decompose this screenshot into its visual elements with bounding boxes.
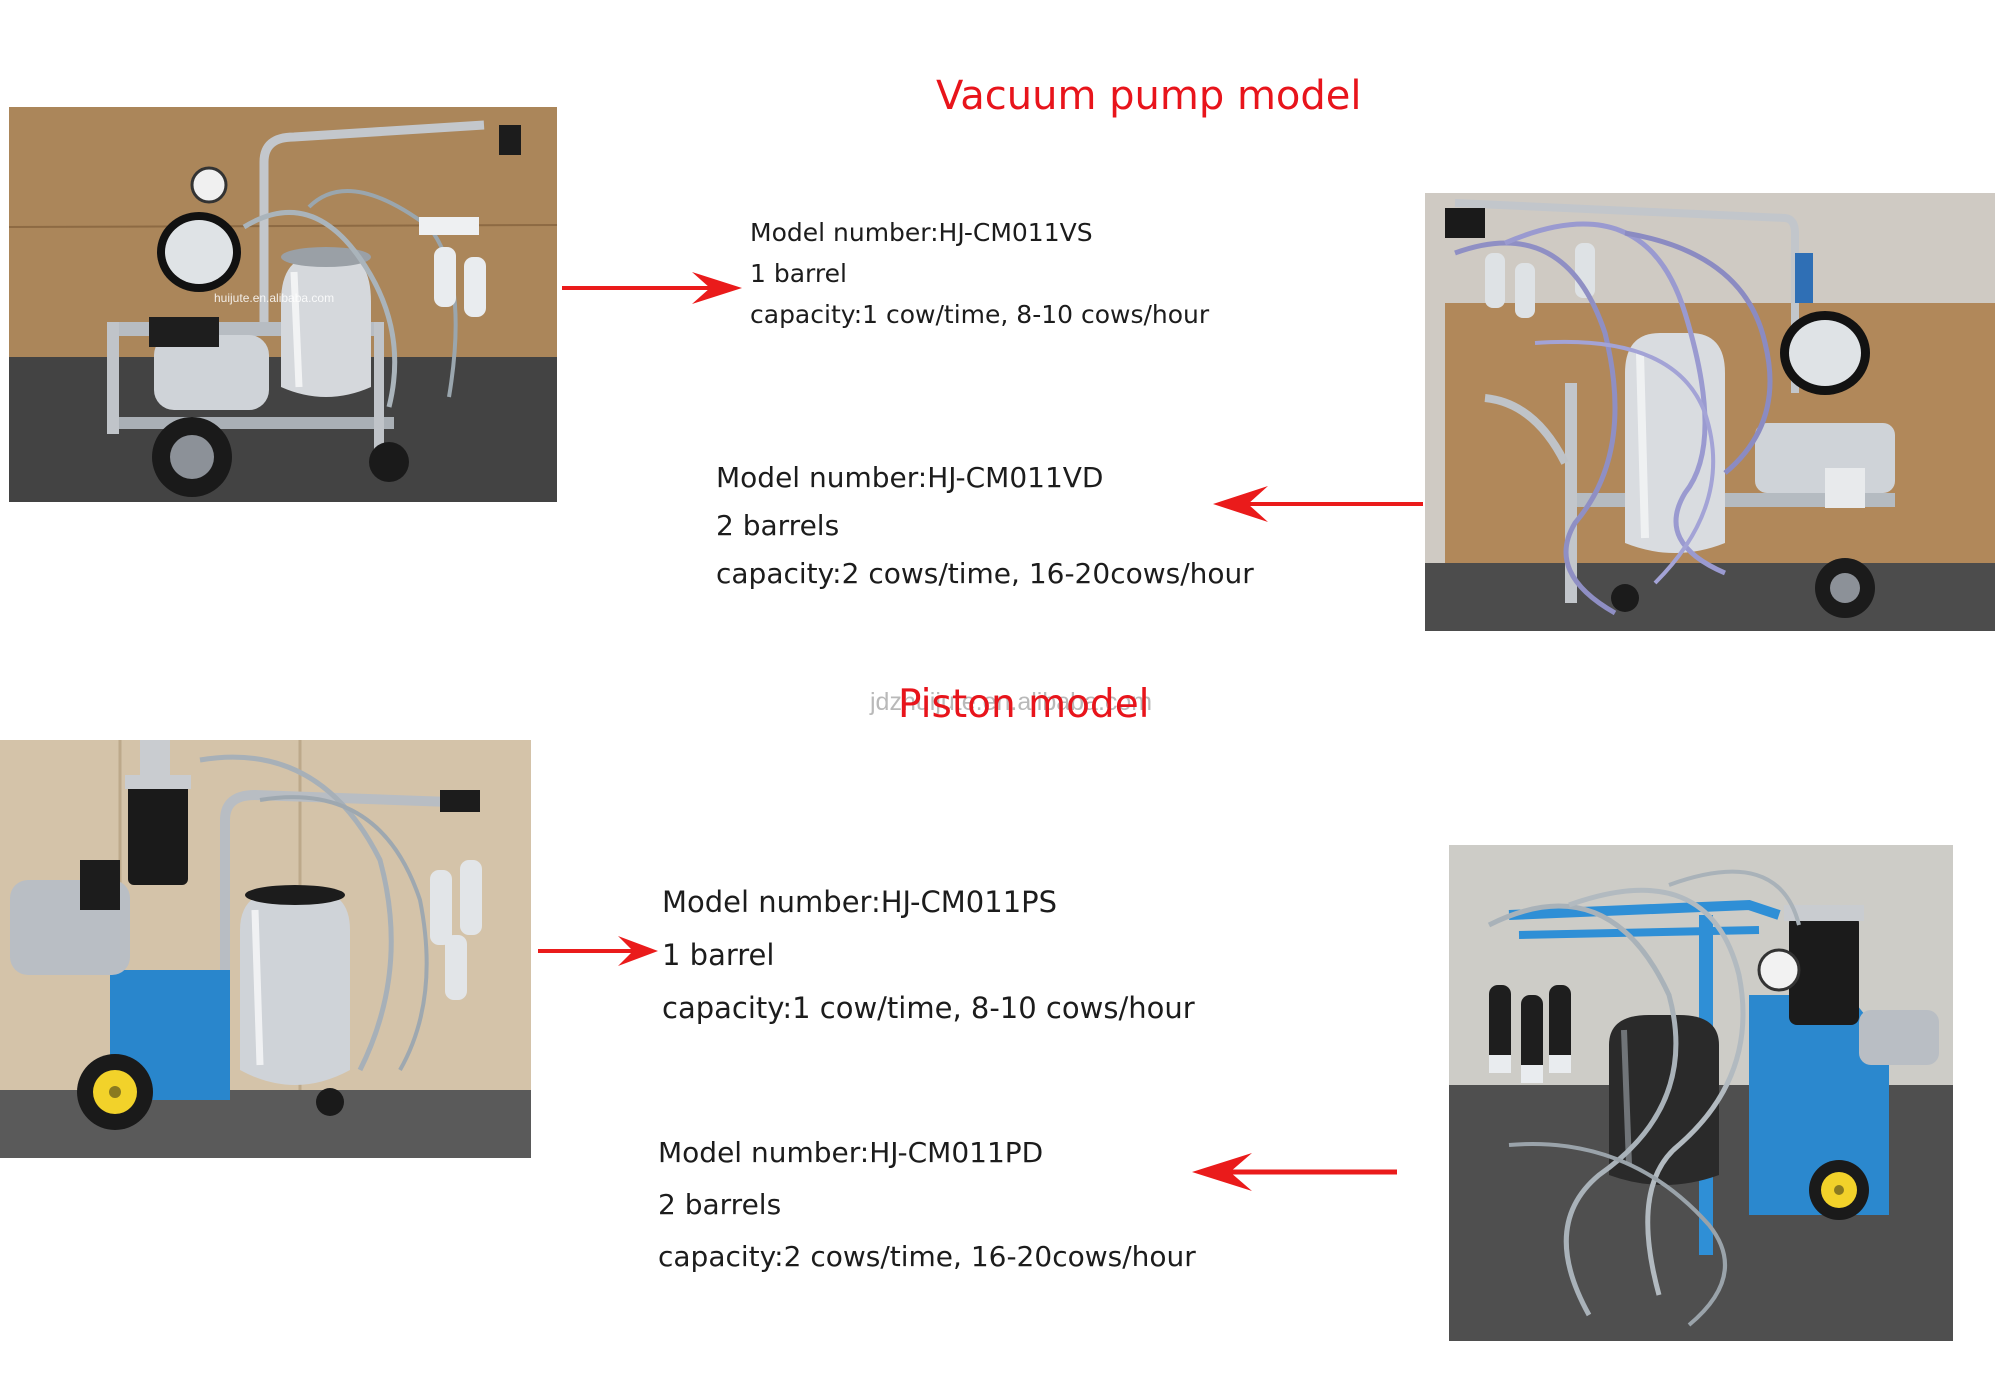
spec-block-hj-cm011vs: Model number:HJ-CM011VS 1 barrel capacit… bbox=[750, 220, 1209, 327]
model-number-text: Model number:HJ-CM011VD bbox=[716, 461, 1104, 494]
barrel-count-text: 1 barrel bbox=[750, 259, 847, 288]
model-number-text: Model number:HJ-CM011VS bbox=[750, 218, 1093, 247]
photo-caption-watermark: huijute.en.alibaba.com bbox=[214, 291, 334, 305]
vacuum-double-barrel-photo bbox=[1425, 193, 1995, 631]
capacity-text: capacity:1 cow/time, 8-10 cows/hour bbox=[662, 991, 1195, 1025]
vacuum-pump-section-title: Vacuum pump model bbox=[936, 73, 1362, 119]
barrel-count-text: 2 barrels bbox=[658, 1188, 782, 1221]
piston-double-barrel-photo bbox=[1449, 845, 1953, 1341]
capacity-text: capacity:2 cows/time, 16-20cows/hour bbox=[716, 557, 1254, 590]
capacity-text: capacity:2 cows/time, 16-20cows/hour bbox=[658, 1240, 1196, 1273]
arrow-left-icon bbox=[1213, 484, 1423, 524]
arrow-right-icon bbox=[562, 270, 742, 306]
spec-block-hj-cm011vd: Model number:HJ-CM011VD 2 barrels capaci… bbox=[716, 464, 1254, 588]
piston-single-barrel-photo bbox=[0, 740, 531, 1158]
spec-block-hj-cm011ps: Model number:HJ-CM011PS 1 barrel capacit… bbox=[662, 888, 1195, 1023]
arrow-left-icon bbox=[1192, 1150, 1397, 1194]
model-number-text: Model number:HJ-CM011PD bbox=[658, 1136, 1044, 1169]
vacuum-single-barrel-photo: huijute.en.alibaba.com bbox=[9, 107, 557, 502]
model-number-text: Model number:HJ-CM011PS bbox=[662, 885, 1058, 919]
capacity-text: capacity:1 cow/time, 8-10 cows/hour bbox=[750, 300, 1210, 329]
barrel-count-text: 1 barrel bbox=[662, 938, 775, 972]
site-watermark: jdzhuijute.en.alibaba.com bbox=[870, 688, 1153, 716]
piston-section-title: Piston model bbox=[898, 682, 1150, 727]
barrel-count-text: 2 barrels bbox=[716, 509, 840, 542]
spec-block-hj-cm011pd: Model number:HJ-CM011PD 2 barrels capaci… bbox=[658, 1139, 1196, 1271]
arrow-right-icon bbox=[538, 934, 658, 968]
